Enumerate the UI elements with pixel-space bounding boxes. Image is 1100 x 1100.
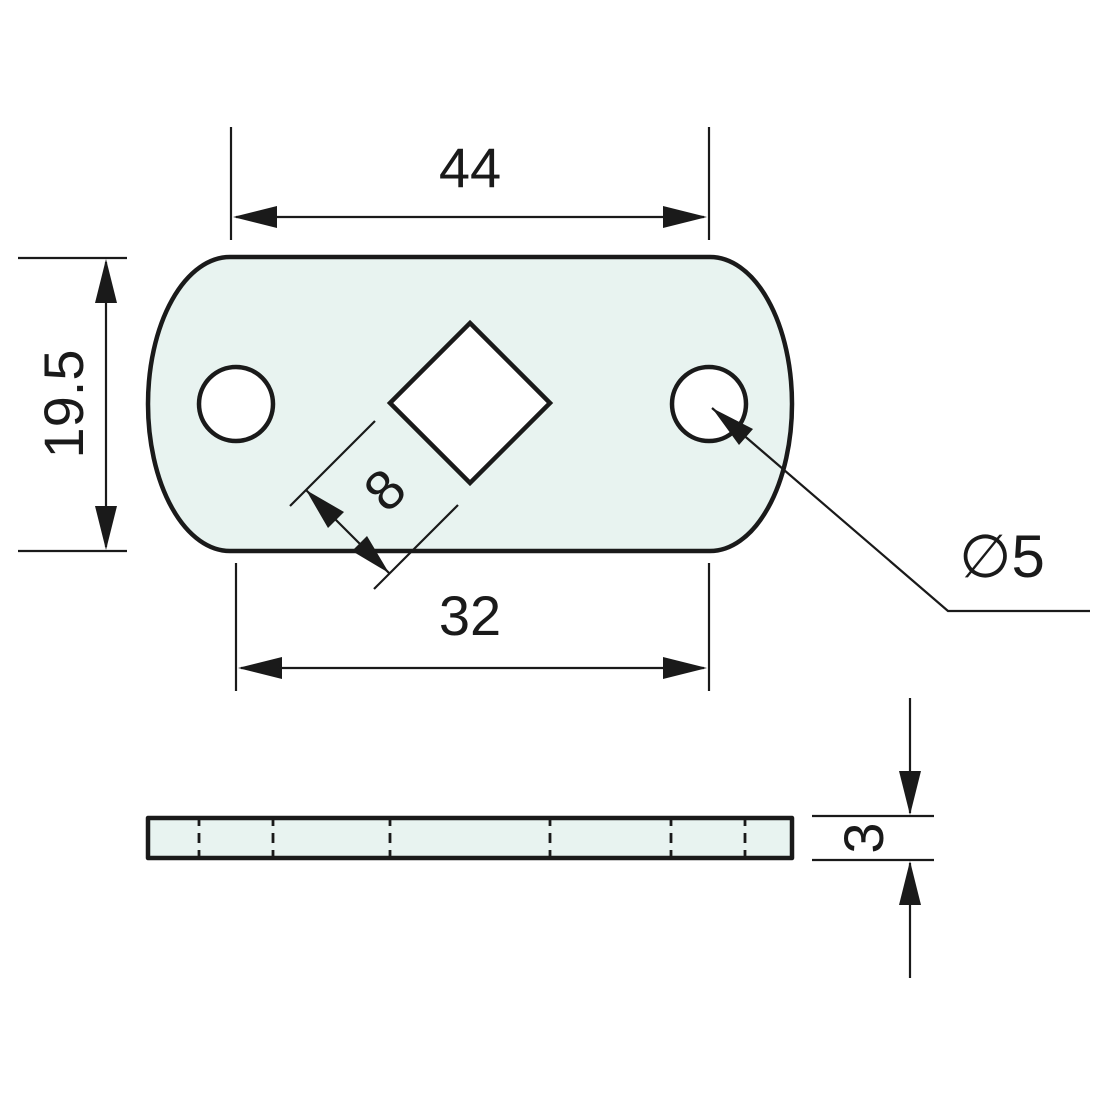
dim-label-thickness: 3	[832, 822, 895, 853]
leader-arrowhead	[712, 408, 753, 445]
dimension-hole-spacing-32: 32	[234, 563, 711, 691]
square-hole	[386, 319, 554, 487]
arrowhead-up	[899, 861, 921, 905]
arrowhead-upper	[306, 490, 344, 528]
extension-line	[289, 420, 376, 507]
arrowhead-down	[95, 506, 117, 550]
dimension-thickness-3: 3	[812, 698, 934, 978]
arrowhead-right	[663, 206, 707, 228]
dim-label-height: 19.5	[32, 350, 95, 459]
arrowhead-left	[233, 206, 277, 228]
arrowhead-left	[238, 657, 282, 679]
arrowhead-lower	[352, 536, 389, 573]
arrowhead-down	[899, 771, 921, 815]
dimension-width-44: 44	[229, 127, 711, 240]
dimension-height-19-5: 19.5	[18, 256, 127, 553]
dim-label-hole-diameter: ∅5	[959, 523, 1045, 590]
side-profile	[145, 815, 795, 861]
dim-label-hole-spacing: 32	[439, 584, 501, 647]
side-view: 3	[145, 698, 934, 978]
top-view: 44 19.5 32	[18, 127, 1090, 691]
arrowhead-up	[95, 259, 117, 303]
extension-line	[373, 504, 459, 590]
left-hole	[196, 364, 276, 444]
leader-line	[711, 407, 1090, 613]
dim-label-width: 44	[439, 136, 501, 199]
leader-hole-diameter: ∅5	[711, 407, 1090, 613]
arrowhead-right	[663, 657, 707, 679]
